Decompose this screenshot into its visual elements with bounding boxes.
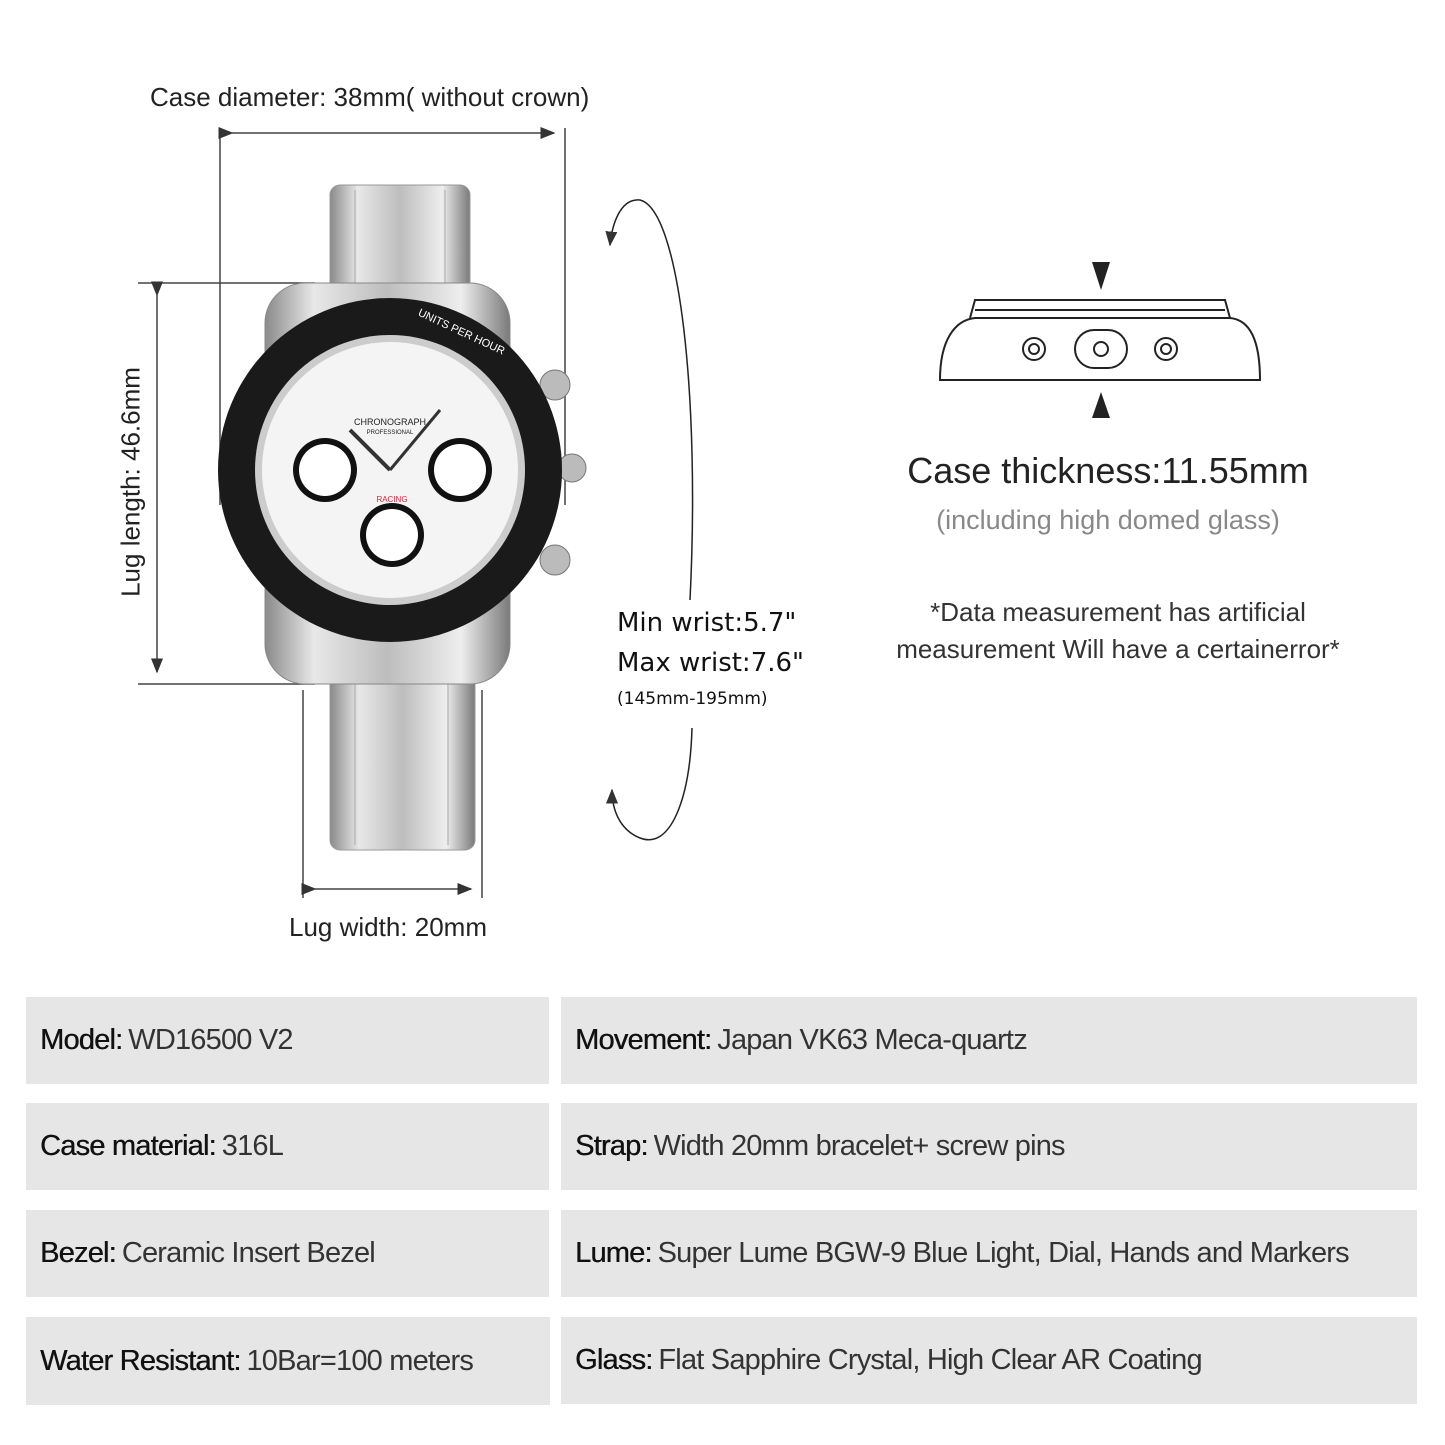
wrist-arc-top [605,199,694,601]
arrow-up-icon [1092,392,1110,418]
lug-length-label: Lug length: 46.6mm [115,367,146,597]
spec-lume: Lume:Super Lume BGW-9 Blue Light, Dial, … [561,1210,1417,1297]
spec-model: Model:WD16500 V2 [26,997,549,1084]
spec-movement: Movement:Japan VK63 Meca-quartz [561,997,1417,1084]
min-wrist-label: Min wrist:5.7" [617,608,797,638]
max-wrist-label: Max wrist:7.6" [617,648,805,678]
case-diameter-guide [218,127,566,505]
lug-length-guide [138,281,315,685]
wrist-range-label: (145mm-195mm) [617,689,768,709]
watch-image: CHRONOGRAPH PROFESSIONAL RACING UNITS PE… [218,184,587,851]
arrow-down-icon [1092,262,1110,290]
case-thickness-note: (including high domed glass) [936,505,1280,535]
lug-width-label: Lug width: 20mm [289,912,487,942]
case-thickness-label: Case thickness:11.55mm [907,450,1309,491]
case-side-profile [938,299,1262,381]
svg-text:PROFESSIONAL: PROFESSIONAL [367,430,414,436]
svg-text:CHRONOGRAPH: CHRONOGRAPH [354,417,426,427]
spec-water-resistant: Water Resistant:10Bar=100 meters [26,1317,550,1405]
spec-bezel: Bezel:Ceramic Insert Bezel [26,1210,549,1297]
spec-case-material: Case material:316L [26,1103,549,1190]
case-diameter-label: Case diameter: 38mm( without crown) [150,82,590,112]
wrist-arc-bottom [606,727,693,841]
spec-glass: Glass:Flat Sapphire Crystal, High Clear … [561,1317,1417,1404]
svg-text:RACING: RACING [376,495,407,504]
disclaimer-line-2: measurement Will have a certainerror* [896,634,1340,664]
disclaimer-line-1: *Data measurement has artificial [930,597,1306,627]
lug-width-guide [301,690,483,898]
spec-strap: Strap:Width 20mm bracelet+ screw pins [561,1103,1417,1190]
watch-dimension-diagram: CHRONOGRAPH PROFESSIONAL RACING UNITS PE… [138,127,1262,898]
